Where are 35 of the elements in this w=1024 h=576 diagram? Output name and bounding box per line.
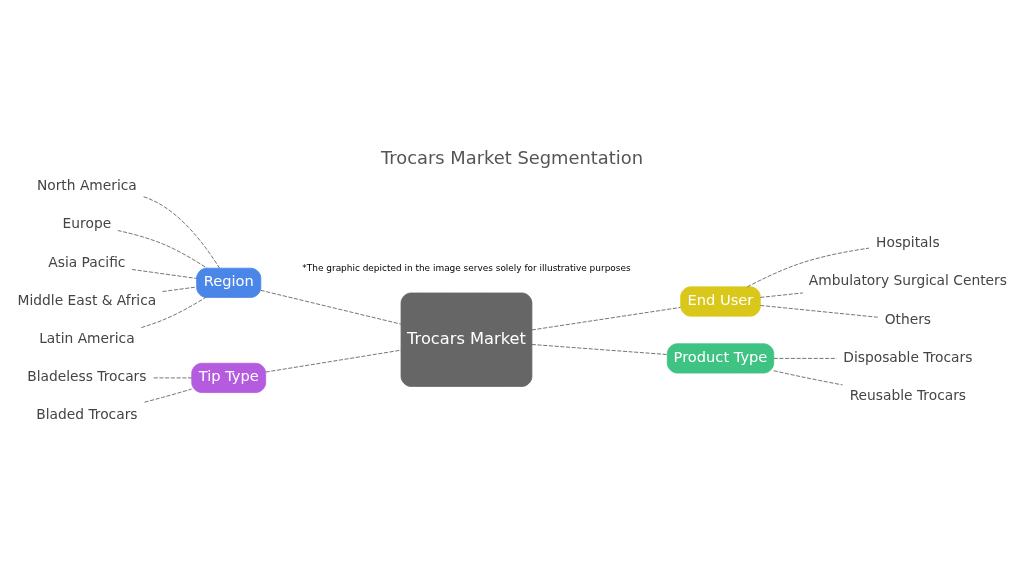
connector — [144, 388, 193, 403]
node-box: Tip Type — [191, 362, 267, 393]
connector — [117, 229, 208, 269]
node-box: End User — [680, 285, 761, 317]
connector — [140, 296, 207, 328]
node-box: Trocars Market — [400, 292, 533, 387]
label: *The graphic depicted in the image serves solely for illustrative purposes — [302, 262, 631, 273]
node-text: Bladeless Trocars — [27, 367, 147, 384]
connector — [162, 286, 197, 292]
connector — [760, 292, 804, 298]
connector — [531, 343, 668, 355]
connector — [747, 247, 870, 287]
connector — [143, 195, 220, 269]
node-box: Region — [196, 267, 262, 298]
node-text: Middle East & Africa — [17, 291, 157, 308]
node-text: Latin America — [39, 329, 135, 346]
node-text: Ambulatory Surgical Centers — [808, 271, 1007, 288]
node-text: North America — [36, 176, 137, 193]
connector — [773, 357, 838, 359]
diagram-title: Trocars Market Segmentation — [380, 146, 644, 168]
connector — [773, 369, 843, 385]
node-text: Others — [884, 310, 932, 327]
node-text: Reusable Trocars — [849, 386, 967, 403]
node-text: Asia Pacific — [48, 253, 126, 270]
connector — [153, 377, 193, 378]
node-text: Bladed Trocars — [36, 405, 138, 422]
node-box: Product Type — [666, 342, 775, 373]
connector — [260, 289, 402, 325]
node-text: Hospitals — [876, 233, 940, 250]
connector — [131, 268, 197, 279]
connector — [265, 349, 402, 372]
node-text: Disposable Trocars — [843, 348, 973, 365]
connector — [760, 304, 879, 318]
node-text: Europe — [62, 214, 112, 231]
connector — [531, 306, 681, 330]
